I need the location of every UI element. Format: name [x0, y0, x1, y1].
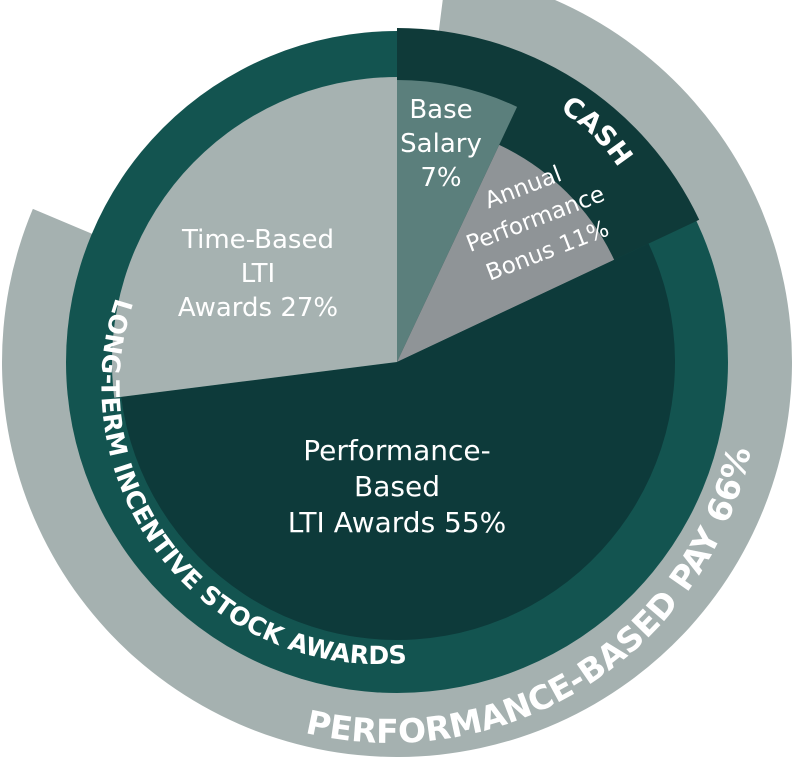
pie-slices	[111, 77, 675, 640]
performance-lti-slice	[121, 243, 675, 640]
base-salary-slice	[397, 80, 518, 362]
time-based-lti-slice	[111, 77, 397, 398]
annual-bonus-slice	[397, 144, 615, 362]
